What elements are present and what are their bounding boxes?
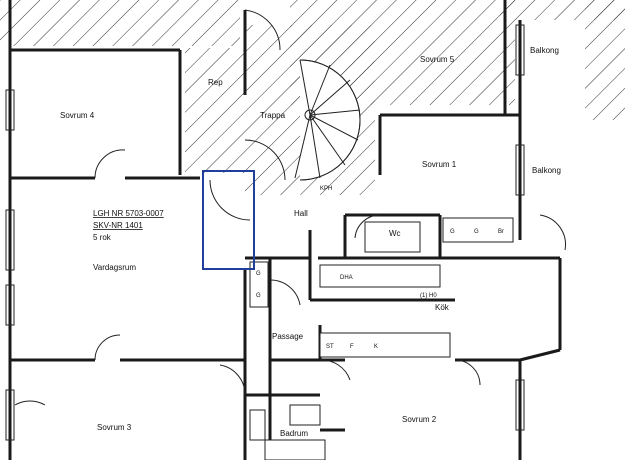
- label-sovrum5: Sovrum 5: [420, 55, 455, 64]
- label-vardagsrum: Vardagsrum: [93, 263, 136, 272]
- label-balkong-top: Balkong: [530, 46, 559, 55]
- walls: [8, 0, 562, 460]
- doors: [14, 9, 566, 406]
- fixture-g4: G: [256, 293, 261, 299]
- apartment-info: LGH NR 5703-0007 SKV-NR 1401 5 rok: [93, 209, 164, 242]
- fixture-g2: G: [474, 229, 479, 235]
- windows: [5, 24, 525, 441]
- fixture-st: ST: [326, 344, 334, 350]
- room-count: 5 rok: [93, 233, 112, 242]
- fixture-k: K: [374, 344, 378, 350]
- label-balkong-right: Balkong: [532, 166, 561, 175]
- label-sovrum3: Sovrum 3: [97, 423, 132, 432]
- fixture-f: F: [350, 344, 354, 350]
- kitchen-fixtures: [249, 217, 514, 460]
- label-passage: Passage: [272, 332, 304, 341]
- label-kok: Kök: [435, 303, 450, 312]
- label-hall: Hall: [294, 209, 308, 218]
- label-sovrum1: Sovrum 1: [422, 160, 457, 169]
- highlight-box: [202, 170, 255, 270]
- fixture-dia: DHA: [340, 275, 353, 281]
- room-labels: Sovrum 4 Sovrum 5 Sovrum 1 Sovrum 2 Sovr…: [60, 46, 561, 438]
- hatched-areas: [0, 0, 625, 195]
- label-rep: Rep: [208, 78, 223, 87]
- fixture-kph: KPH: [320, 186, 332, 192]
- apartment-number: LGH NR 5703-0007: [93, 209, 164, 218]
- skv-number: SKV-NR 1401: [93, 221, 143, 230]
- fixture-labels: G G Br G G DHA ST F K KPH (1) H0: [256, 186, 504, 350]
- fixture-g1: G: [450, 229, 455, 235]
- spiral-staircase: [294, 59, 361, 181]
- label-wc: Wc: [389, 229, 401, 238]
- label-sovrum4: Sovrum 4: [60, 111, 95, 120]
- label-badrum: Badrum: [280, 429, 308, 438]
- fixture-dh: (1) H0: [420, 293, 437, 299]
- fixture-g3: G: [256, 271, 261, 277]
- label-trappa: Trappa: [260, 111, 286, 120]
- label-sovrum2: Sovrum 2: [402, 415, 437, 424]
- fixture-br: Br: [498, 229, 504, 235]
